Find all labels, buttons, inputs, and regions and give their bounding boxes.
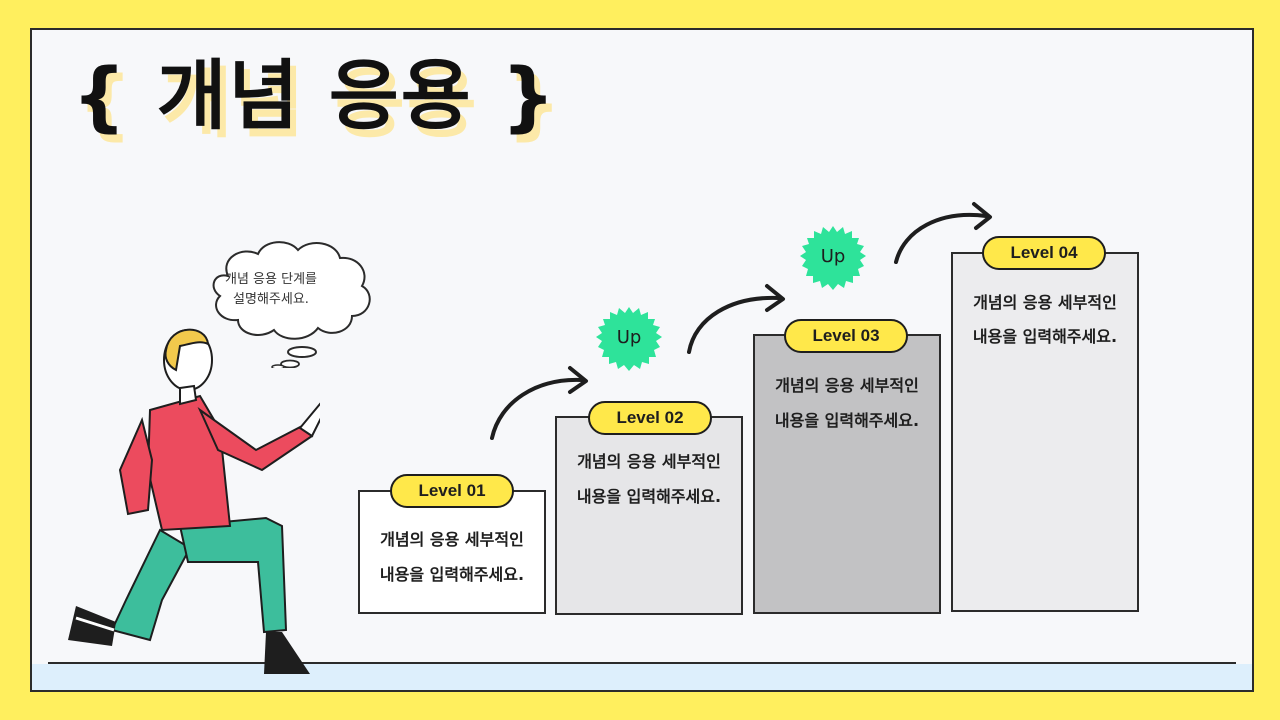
level-box-4: 개념의 응용 세부적인 내용을 입력해주세요. xyxy=(951,252,1139,612)
up-badge-1: Up xyxy=(596,306,662,372)
curved-arrow-icon xyxy=(490,366,588,440)
thought-text: 개념 응용 단계를 설명해주세요. xyxy=(200,270,342,310)
level-4-label: Level 04 xyxy=(982,236,1106,270)
up-badge-2-label: Up xyxy=(820,246,846,267)
thought-line-1: 개념 응용 단계를 xyxy=(225,272,317,287)
level-1-label: Level 01 xyxy=(390,474,514,508)
floor-line xyxy=(48,662,1236,664)
level-2-text-line-1: 개념의 응용 세부적인 xyxy=(577,452,721,471)
level-3-text-line-1: 개념의 응용 세부적인 xyxy=(775,376,919,395)
level-1-text-line-1: 개념의 응용 세부적인 xyxy=(380,530,524,549)
starburst-badge-icon xyxy=(800,226,866,290)
level-2-label: Level 02 xyxy=(588,401,712,435)
floor-band xyxy=(32,664,1252,690)
level-3-label: Level 03 xyxy=(784,319,908,353)
thought-bubble-icon xyxy=(212,241,371,368)
level-2-text-line-2: 내용을 입력해주세요. xyxy=(576,487,722,506)
curved-arrow-icon xyxy=(687,284,785,354)
level-box-1: 개념의 응용 세부적인 내용을 입력해주세요. xyxy=(358,490,546,614)
level-box-2: 개념의 응용 세부적인 내용을 입력해주세요. xyxy=(555,416,743,615)
up-badge-1-label: Up xyxy=(616,327,642,348)
curved-arrow-icon xyxy=(894,202,992,264)
level-box-3: 개념의 응용 세부적인 내용을 입력해주세요. xyxy=(753,334,941,614)
starburst-badge-icon xyxy=(596,307,662,371)
level-3-text-line-2: 내용을 입력해주세요. xyxy=(774,411,920,430)
level-1-text-line-2: 내용을 입력해주세요. xyxy=(379,565,525,584)
thought-line-2: 설명해주세요. xyxy=(233,292,309,307)
up-badge-2: Up xyxy=(800,225,866,291)
level-4-text-line-1: 개념의 응용 세부적인 xyxy=(973,293,1117,312)
level-4-text-line-2: 내용을 입력해주세요. xyxy=(972,327,1118,346)
pointing-person-illustration xyxy=(68,328,320,674)
page-title: { 개념 응용 } xyxy=(72,51,558,140)
